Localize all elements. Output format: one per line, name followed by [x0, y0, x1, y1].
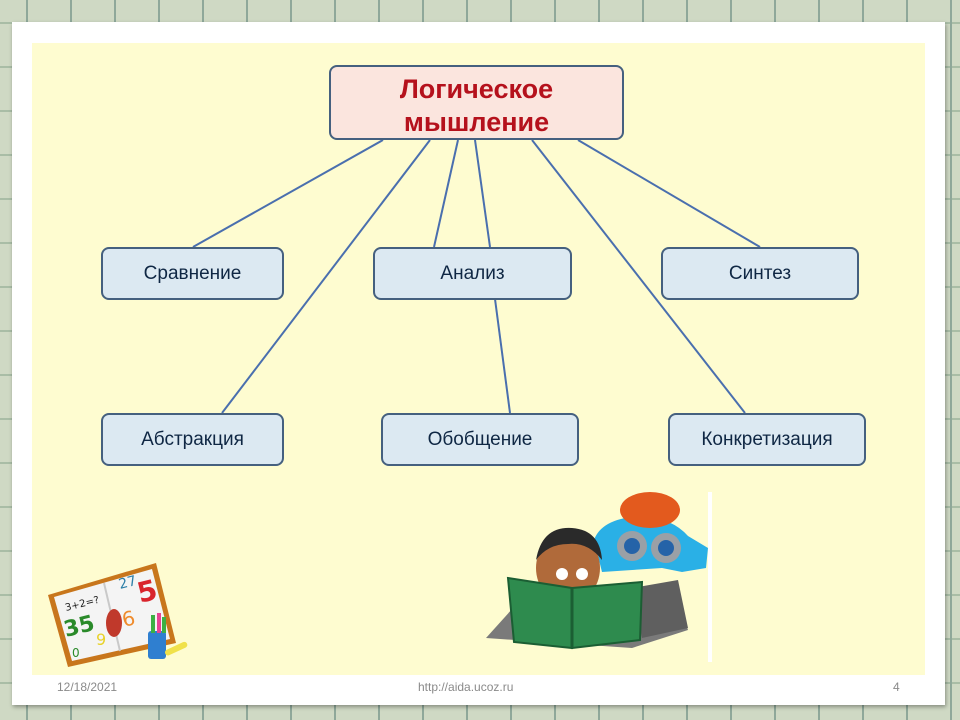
node-label: Абстракция [141, 428, 244, 450]
node-concretization: Конкретизация [668, 413, 866, 466]
footer-date: 12/18/2021 [57, 680, 118, 694]
footer-url: http://aida.ucoz.ru [418, 680, 514, 694]
svg-text:6: 6 [119, 605, 137, 631]
node-label: Синтез [728, 262, 792, 284]
node-synthesis: Синтез [661, 247, 859, 300]
node-analysis: Анализ [373, 247, 572, 300]
node-label: Сравнение [143, 262, 242, 284]
kids-reading-image [486, 492, 712, 662]
svg-text:0: 0 [72, 646, 80, 660]
node-abstraction: Абстракция [101, 413, 284, 466]
root-node-logical-thinking: Логическое мышление [329, 65, 624, 140]
node-generalization: Обобщение [381, 413, 579, 466]
root-title-line1: Логическое [399, 73, 554, 104]
node-comparison: Сравнение [101, 247, 284, 300]
math-book-image: 3+2=? 35 27 5 6 9 0 [48, 563, 188, 667]
slide-panel [32, 43, 925, 675]
node-label: Анализ [440, 262, 505, 284]
node-label: Конкретизация [701, 428, 833, 450]
svg-text:9: 9 [96, 630, 106, 649]
svg-text:27: 27 [117, 573, 138, 593]
root-title-line2: мышление [403, 106, 550, 137]
node-label: Обобщение [427, 428, 533, 450]
slide-number: 4 [893, 680, 900, 694]
